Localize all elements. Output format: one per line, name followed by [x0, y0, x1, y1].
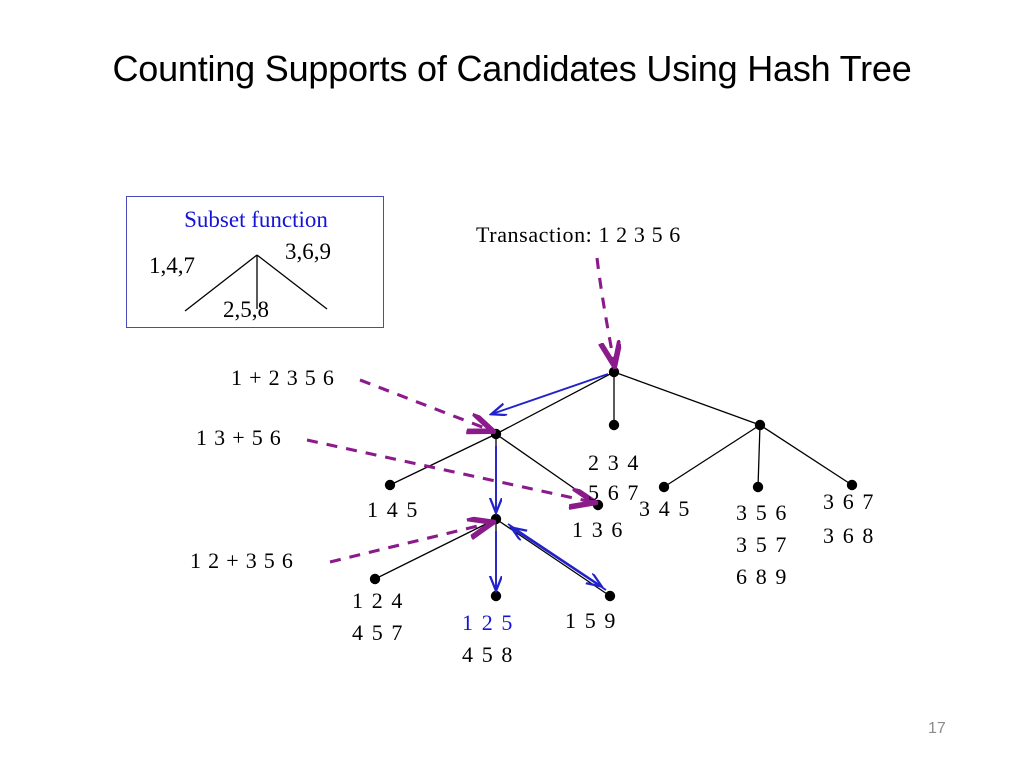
- leaf-label-356: 3 5 6: [736, 500, 788, 525]
- subset-branch-left-label: 1,4,7: [149, 253, 195, 278]
- transaction-arrow: [595, 257, 614, 363]
- leaf-label-345: 3 4 5: [639, 496, 691, 521]
- arrow-to-136-node: [306, 438, 592, 502]
- subset-function-box: Subset function 1,4,7 2,5,8 3,6,9: [126, 196, 384, 328]
- leaf-label-357: 3 5 7: [736, 532, 788, 557]
- annotation-3-label: 1 2 + 3 5 6: [190, 548, 294, 573]
- leaf-label-457: 4 5 7: [352, 620, 404, 645]
- leaf-label-159: 1 5 9: [565, 608, 617, 633]
- subset-function-title: Subset function: [184, 207, 328, 232]
- leaf-label-145: 1 4 5: [367, 497, 419, 522]
- leaf-label-234: 2 3 4: [588, 450, 640, 475]
- transaction-label: Transaction: 1 2 3 5 6: [476, 222, 681, 247]
- leaf-label-136: 1 3 6: [572, 517, 624, 542]
- leaf-label-124: 1 2 4: [352, 588, 404, 613]
- annotation-1-label: 1 + 2 3 5 6: [231, 365, 335, 390]
- leaf-label-125: 1 2 5: [462, 610, 514, 635]
- subset-branch-right-label: 3,6,9: [285, 239, 331, 264]
- leaf-label-689: 6 8 9: [736, 564, 788, 589]
- subset-branch-middle-label: 2,5,8: [223, 297, 269, 322]
- leaf-label-567: 5 6 7: [588, 480, 640, 505]
- page-number: 17: [928, 720, 946, 737]
- page-title: Counting Supports of Candidates Using Ha…: [112, 48, 912, 89]
- leaf-label-458: 4 5 8: [462, 642, 514, 667]
- leaf-label-367: 3 6 7: [823, 489, 875, 514]
- leaf-label-368: 3 6 8: [823, 523, 875, 548]
- annotation-2-label: 1 3 + 5 6: [196, 425, 282, 450]
- traversal-root-to-left: [492, 373, 609, 414]
- arrow-to-level1-node: [359, 378, 490, 430]
- arrow-to-125-node: [329, 523, 490, 564]
